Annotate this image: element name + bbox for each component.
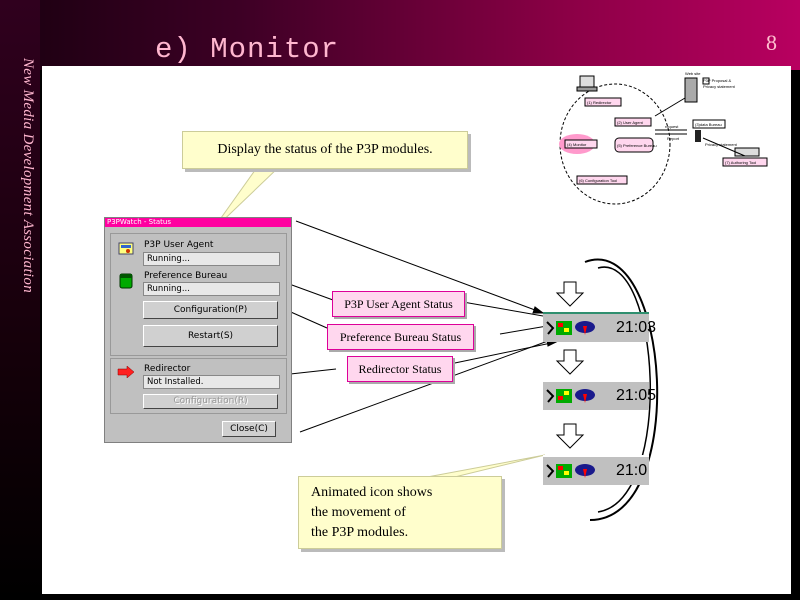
diagram-p3p-proposal: P3P Proposal &	[703, 78, 731, 83]
down-arrow-icon	[555, 349, 585, 375]
diagram-data-bureau: (3)data Bureau	[695, 122, 722, 127]
system-tray: 21:0	[543, 455, 649, 485]
redirector-configuration-button[interactable]: Configuration(R)	[143, 394, 278, 409]
down-arrow-icon	[555, 281, 585, 307]
pref-bureau-status-field: Running...	[143, 282, 280, 296]
p3p-tray-icons[interactable]	[545, 318, 609, 343]
preference-bureau-icon	[118, 272, 134, 293]
display-status-callout: Display the status of the P3P modules.	[182, 131, 468, 169]
diagram-pref-bureau: (5) Preference Bureau	[617, 143, 657, 148]
diagram-authoring-tool: (7) Authoring Tool	[725, 160, 756, 165]
sidebar-text: New Media Development Association	[20, 58, 36, 293]
system-tray: 21:03	[543, 312, 656, 343]
tray-clock: 21:03	[616, 319, 657, 336]
status-window: P3PWatch - Status P3P User Agent Running…	[104, 217, 292, 443]
diagram-request: request	[665, 124, 679, 129]
redirector-group	[110, 358, 287, 414]
pc-icon	[579, 75, 595, 88]
diagram-privacy-statement-2: Privacy statement	[705, 142, 738, 147]
close-button[interactable]: Close(C)	[222, 421, 276, 437]
callout-line-2: the movement of	[311, 505, 406, 520]
animated-icon-callout: Animated icon shows the movement of the …	[298, 476, 502, 549]
page-number: 8	[766, 30, 777, 55]
diagram-website: Web site	[685, 71, 701, 76]
callout-line-1: Animated icon shows	[311, 485, 433, 500]
user-agent-status-field: Running...	[143, 252, 280, 266]
diagram-redirector: (1) Redirector	[587, 100, 612, 105]
restart-button[interactable]: Restart(S)	[143, 325, 278, 347]
p3p-tray-icons[interactable]	[545, 461, 609, 486]
p3p-tray-icons[interactable]	[545, 386, 609, 411]
sidebar	[0, 0, 40, 600]
callout-text: Display the status of the P3P modules.	[217, 142, 433, 157]
tray-clock: 21:05	[616, 387, 657, 404]
callout-line-3: the P3P modules.	[311, 525, 409, 540]
diagram-monitor: (4) Monitor	[567, 142, 587, 147]
p3p-architecture-diagram: Web site P3P Proposal & Privacy statemen…	[559, 71, 768, 205]
header-band	[0, 0, 800, 70]
redirector-status-label: Redirector Status	[347, 356, 453, 382]
tray-clock: 21:0	[616, 462, 648, 479]
user-agent-icon	[118, 242, 134, 259]
pref-bureau-status-label: Preference Bureau Status	[327, 324, 474, 350]
redirector-status-field: Not Installed.	[143, 375, 280, 389]
user-agent-status-label: P3P User Agent Status	[332, 291, 465, 317]
configuration-button[interactable]: Configuration(P)	[143, 301, 278, 319]
down-arrow-icon	[555, 423, 585, 449]
diagram-config-tool: (6) Configuration Tool	[579, 178, 617, 183]
system-tray: 21:05	[543, 380, 656, 411]
diagram-user-agent: (2) User Agent	[617, 120, 644, 125]
diagram-privacy-statement: Privacy statement	[703, 84, 736, 89]
diagram-report: Report	[667, 136, 680, 141]
redirector-label: Redirector	[144, 364, 191, 374]
slide-title: e) Monitor	[155, 33, 340, 66]
redirector-arrow-icon	[117, 365, 135, 381]
modules-group	[110, 233, 287, 356]
pref-bureau-label: Preference Bureau	[144, 271, 228, 281]
user-agent-label: P3P User Agent	[144, 240, 214, 250]
status-window-titlebar: P3PWatch - Status	[105, 218, 291, 227]
server-icon	[684, 77, 698, 103]
